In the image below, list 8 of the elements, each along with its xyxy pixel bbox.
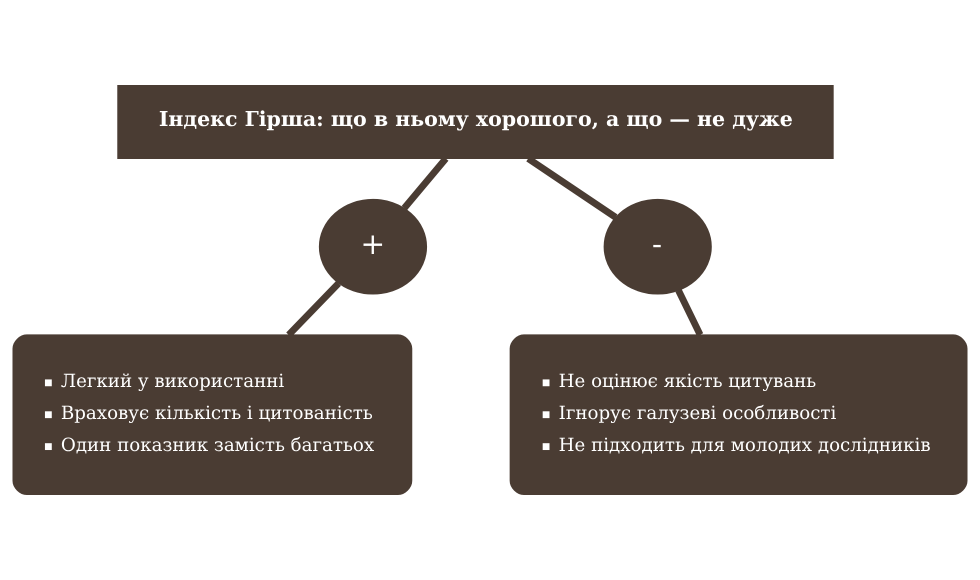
connector (402, 156, 448, 210)
connector (675, 289, 704, 336)
connector (286, 281, 341, 338)
node-ellipse: + (318, 198, 428, 295)
node-box: Не оцінює якість цитувань Ігнорує галузеві особливості Не підходить для молодих дослідників (510, 334, 968, 496)
node-ellipse: - (604, 198, 712, 295)
node-box: Індекс Гірша: що в ньому хорошого, а що — не дуже (117, 84, 834, 160)
node-box: Легкий у використанні Враховує кількість і цитованість Один показник замість багатьох (12, 334, 412, 496)
